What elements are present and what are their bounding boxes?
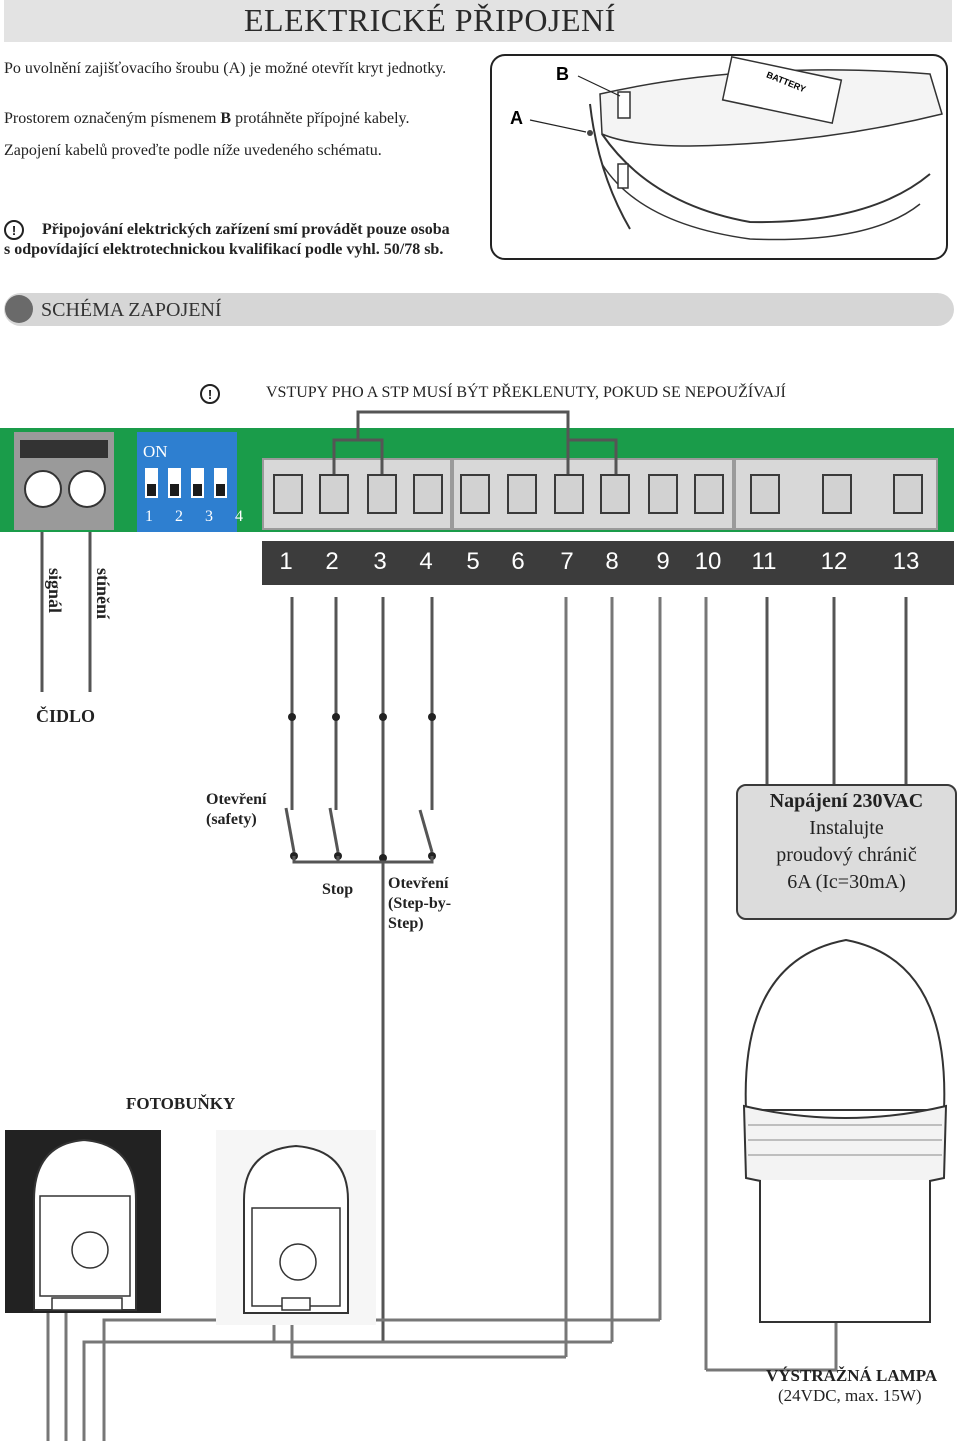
label-a: A [510,108,523,128]
terminal-screw [750,474,780,514]
terminal-number: 9 [656,548,670,575]
power-line-4: 6A (Ic=30mA) [787,871,906,893]
mark-a: (A) [223,60,246,77]
node-dot [332,713,340,721]
safety-label: Otevření (safety) [206,791,267,828]
terminal-screw [648,474,678,514]
warning-lamp [742,938,948,1323]
signal-label: signál [45,568,65,614]
stop-label: Stop [322,881,354,898]
terminal-screw [822,474,852,514]
bridge-2-3 [332,438,384,474]
bridge-note-pointer [356,410,570,440]
warning-line-2: s odpovídající elektrotechnickou kvalifi… [4,241,444,258]
unit-cover-illustration: BATTERY B A [490,54,948,260]
label-b: B [556,64,569,84]
terminal-number: 13 [892,548,920,575]
section-title: SCHÉMA ZAPOJENÍ [41,299,222,321]
node-dot [379,854,387,862]
terminal-number: 3 [373,548,387,575]
page-title: ELEKTRICKÉ PŘIPOJENÍ [244,2,616,38]
terminal-number: 8 [605,548,619,575]
terminal-number: 5 [466,548,480,575]
wire-lamp [706,1320,838,1372]
screw-icon [24,470,62,508]
sensor-connector [14,432,114,530]
terminal-screw [893,474,923,514]
dip-toggle [214,468,227,498]
terminal-screw [554,474,584,514]
photocell-receiver [216,1130,376,1325]
switch-safety [284,807,296,853]
wire-photocell-tx2 [46,1313,68,1441]
warning-icon: ! [4,220,24,240]
wire-photocell-tx [82,1318,660,1441]
terminal-number: 6 [511,548,525,575]
warning-line-1: Připojování elektrických zařízení smí pr… [42,221,450,238]
switch-step [418,809,434,853]
title-bar: ELEKTRICKÉ PŘIPOJENÍ [4,0,952,42]
sensor-name: ČIDLO [36,706,96,726]
note-warning-icon: ! [200,384,220,404]
node-dot [379,713,387,721]
step-label: Otevření (Step-by- Step) [388,875,452,932]
terminal-screw [460,474,490,514]
dip-on-label: ON [143,442,168,461]
switch-stop [328,807,340,853]
bridge-note: VSTUPY PHO A STP MUSÍ BÝT PŘEKLENUTY, PO… [266,384,786,401]
lamp-title: VÝSTRAŽNÁ LAMPA [766,1366,938,1385]
terminal-number: 7 [560,548,574,575]
photocells-title: FOTOBUŇKY [126,1094,236,1113]
terminal-screw [600,474,630,514]
terminal-number: 1 [279,548,293,575]
dip-switch: ON 1 2 3 4 [137,432,243,532]
photocell-transmitter [5,1130,161,1313]
terminal-number: 10 [694,548,722,575]
mark-b: B [220,110,232,127]
dip-numbers: 1 2 3 4 [145,508,252,525]
terminal-number: 4 [419,548,433,575]
terminal-block-2 [452,458,734,530]
terminal-number-strip [262,541,954,585]
node-dot [428,713,436,721]
terminal-screw [507,474,537,514]
terminal-number: 2 [325,548,339,575]
terminal-screw [367,474,397,514]
intro-line-1: Po uvolnění zajišťovacího šroubu (A) je … [4,60,447,77]
lamp-spec: (24VDC, max. 15W) [778,1386,922,1405]
dip-toggle [145,468,158,498]
terminal-screw [694,474,724,514]
power-supply-box: Napájení 230VAC Instalujte proudový chrá… [736,784,957,920]
common-wire [292,856,434,864]
bullet-icon [5,295,33,323]
power-line-3: proudový chránič [776,844,917,866]
terminal-screw [319,474,349,514]
power-line-1: Napájení 230VAC [769,790,924,812]
section-bar: SCHÉMA ZAPOJENÍ [4,293,954,326]
shield-label: stínění [93,568,113,620]
power-line-2: Instalujte [809,817,884,839]
terminal-number: 11 [751,548,777,575]
bridge-7-8 [566,438,618,474]
dip-toggle [168,468,181,498]
screw-icon [68,470,106,508]
intro-line-3: Zapojení kabelů proveďte podle níže uved… [4,142,382,159]
intro-line-2: Prostorem označeným písmenem B protáhnět… [4,110,410,127]
dip-toggle [191,468,204,498]
terminal-screw [273,474,303,514]
node-dot [288,713,296,721]
terminal-screw [413,474,443,514]
terminal-number: 12 [820,548,848,575]
